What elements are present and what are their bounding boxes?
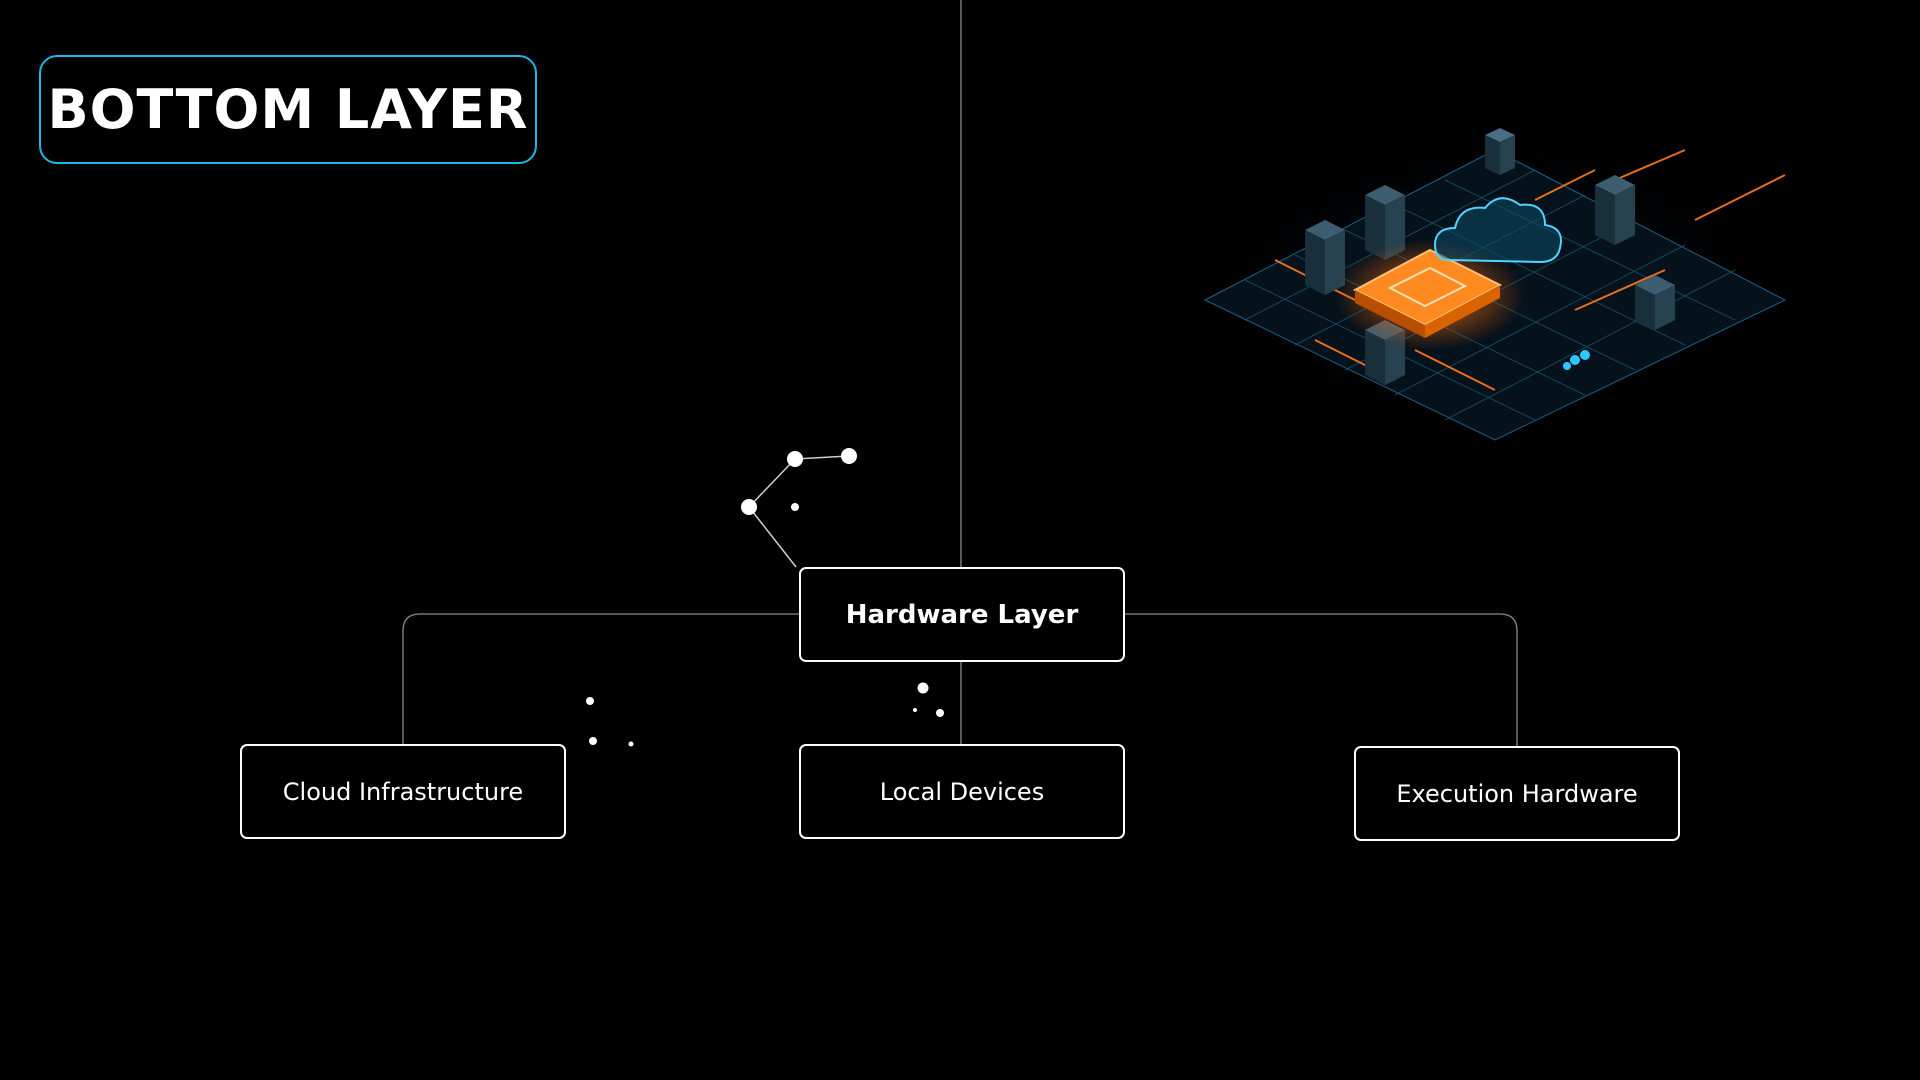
constellation-dot [787,451,803,467]
child-node-label: Cloud Infrastructure [282,777,524,806]
slide-title-badge: BOTTOM LAYER [39,55,537,164]
connector-root-to-cloud-infrastructure [402,613,799,744]
constellation-decoration [741,448,857,568]
child-node-local-devices: Local Devices [799,744,1125,839]
scattered-dots-decoration [586,682,944,747]
child-node-label: Local Devices [879,777,1045,806]
root-node-label: Hardware Layer [845,599,1079,630]
child-node-cloud-infrastructure: Cloud Infrastructure [240,744,566,839]
constellation-dot [841,448,857,464]
root-node-hardware-layer: Hardware Layer [799,567,1125,662]
child-node-execution-hardware: Execution Hardware [1354,746,1680,841]
constellation-dot [791,503,799,511]
server-tower-icon [1595,175,1635,245]
constellation-dot [741,499,757,515]
datacenter-cloud-illustration [1203,128,1787,441]
cloud-icon [1433,197,1562,264]
server-tower-icon [1485,128,1515,175]
child-node-label: Execution Hardware [1396,779,1638,808]
server-tower-icon [1635,275,1675,330]
slide-title: BOTTOM LAYER [47,78,529,141]
connector-root-to-execution-hardware [1124,613,1518,746]
processor-chip-icon [1352,248,1503,338]
